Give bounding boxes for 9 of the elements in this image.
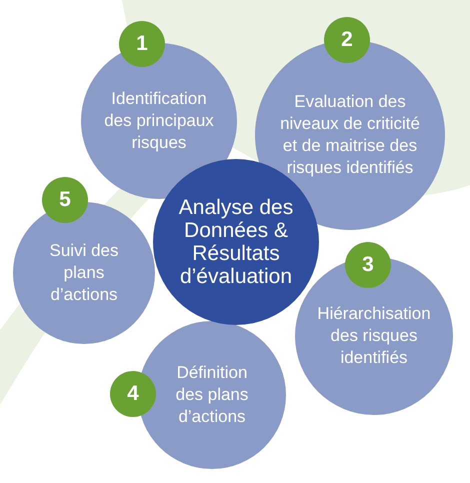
step-number-badge: 3 [345, 242, 391, 288]
step-number-badge: 4 [110, 371, 156, 417]
central-label: Analyse des Données & Résultats d’évaluation [178, 196, 294, 288]
step-number-badge: 5 [42, 177, 88, 223]
step-label: Identification des principaux risques [103, 88, 215, 154]
step-label: Suivi des plans d’actions [48, 240, 120, 306]
step-label: Définition des plans d’actions [174, 362, 250, 428]
step-label: Evaluation des niveaux de criticité et de maitrise des risques identifiés [279, 91, 421, 179]
step-label: Hiérarchisation des risques identifiés [316, 303, 432, 369]
